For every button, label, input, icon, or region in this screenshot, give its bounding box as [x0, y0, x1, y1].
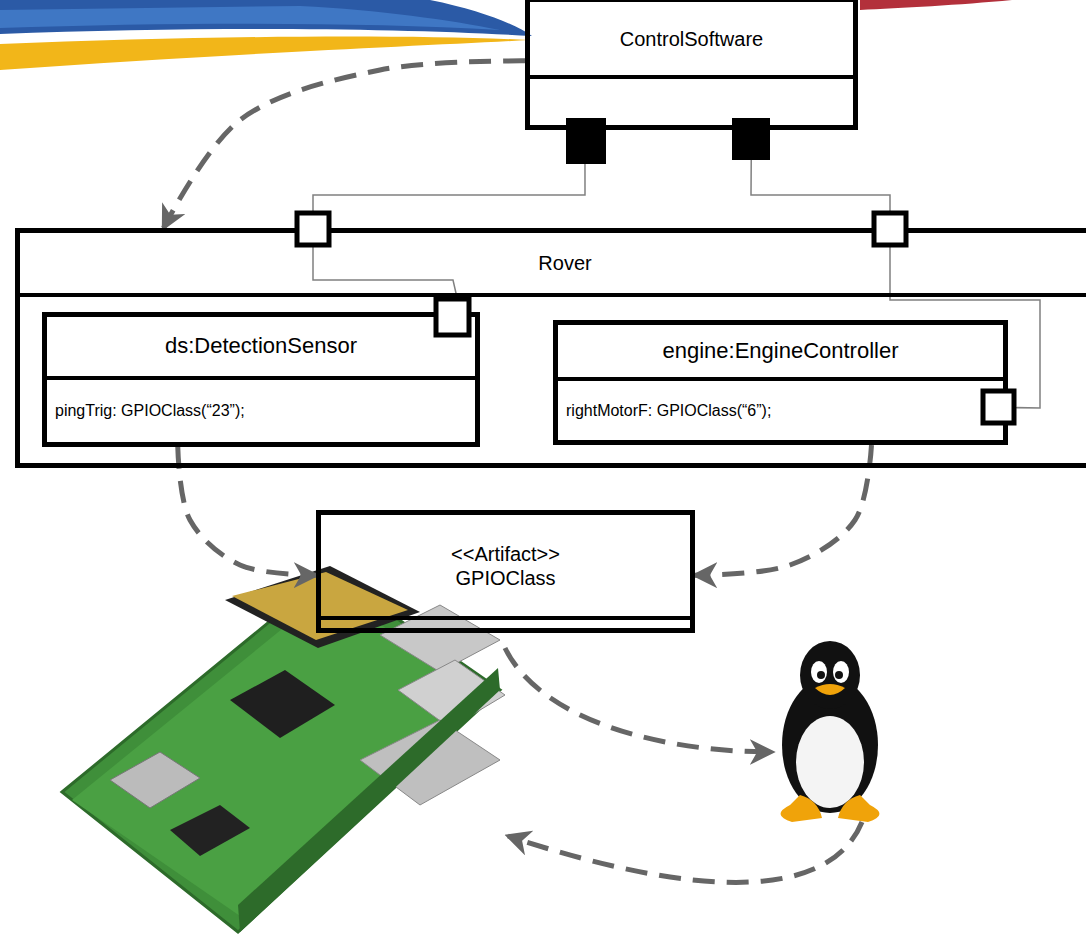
linux-penguin [811, 661, 827, 683]
deployment-arrows [505, 648, 772, 752]
attribute-text: pingTrig: GPIOClass(“23”); [55, 401, 467, 420]
name-compartment: ControlSoftware [530, 2, 853, 79]
node-title: Rover [538, 251, 591, 275]
node-title: engine:EngineController [662, 338, 898, 364]
linux-penguin [796, 716, 864, 808]
name-compartment: engine:EngineController [558, 325, 1003, 381]
component-box: ControlSoftware [525, 0, 858, 130]
title-swoosh [0, 6, 500, 30]
linux-penguin [817, 671, 825, 679]
attribute-compartment: pingTrig: GPIOClass(“23”); [47, 380, 475, 442]
port-square [436, 299, 469, 335]
name-compartment: <<Artifact>>GPIOClass [321, 515, 690, 620]
linux-penguin [835, 671, 843, 679]
port-square [297, 213, 329, 245]
part-box: engine:EngineController rightMotorF: GPIO… [553, 320, 1008, 445]
linux-penguin [833, 661, 849, 683]
title-swoosh [0, 0, 532, 36]
raspberry-pi-board [238, 668, 500, 932]
attribute-compartment [321, 620, 690, 628]
linux-penguin [780, 795, 822, 822]
connector-wire [313, 130, 585, 312]
raspberry-pi-board [230, 670, 335, 738]
port-square [732, 118, 770, 160]
title-swoosh [860, 0, 1012, 10]
attribute-text: rightMotorF: GPIOClass(“6”); [566, 401, 995, 420]
port-square [983, 391, 1014, 423]
port-square [566, 118, 606, 164]
component-box: <<Artifact>>GPIOClass [316, 510, 695, 633]
attribute-compartment [530, 79, 853, 125]
port-square [874, 213, 906, 245]
linux-penguin [838, 795, 880, 822]
dependency-arrow [164, 61, 526, 228]
linux-penguin [815, 684, 845, 695]
node-title: GPIOClass [455, 566, 555, 590]
raspberry-pi-board [170, 805, 250, 856]
connector-wire [751, 130, 1040, 408]
name-compartment: ds:DetectionSensor [47, 317, 475, 380]
node-title: ControlSoftware [620, 27, 763, 51]
raspberry-pi-board [380, 605, 500, 672]
node-title: <<Artifact>> [451, 542, 560, 566]
name-compartment: Rover [20, 233, 1086, 297]
linux-penguin [800, 641, 860, 709]
part-box: ds:DetectionSensor pingTrig: GPIOClass(“2… [42, 312, 480, 447]
node-title: ds:DetectionSensor [165, 333, 357, 359]
component-box: Rover ds:DetectionSensor pingTrig: GPIOCla… [15, 228, 1086, 468]
raspberry-pi-board [110, 752, 200, 808]
linux-penguin [780, 641, 879, 822]
attribute-compartment: rightMotorF: GPIOClass(“6”); [558, 381, 1003, 440]
deployment-arrows [508, 822, 862, 882]
raspberry-pi-board [62, 566, 505, 932]
